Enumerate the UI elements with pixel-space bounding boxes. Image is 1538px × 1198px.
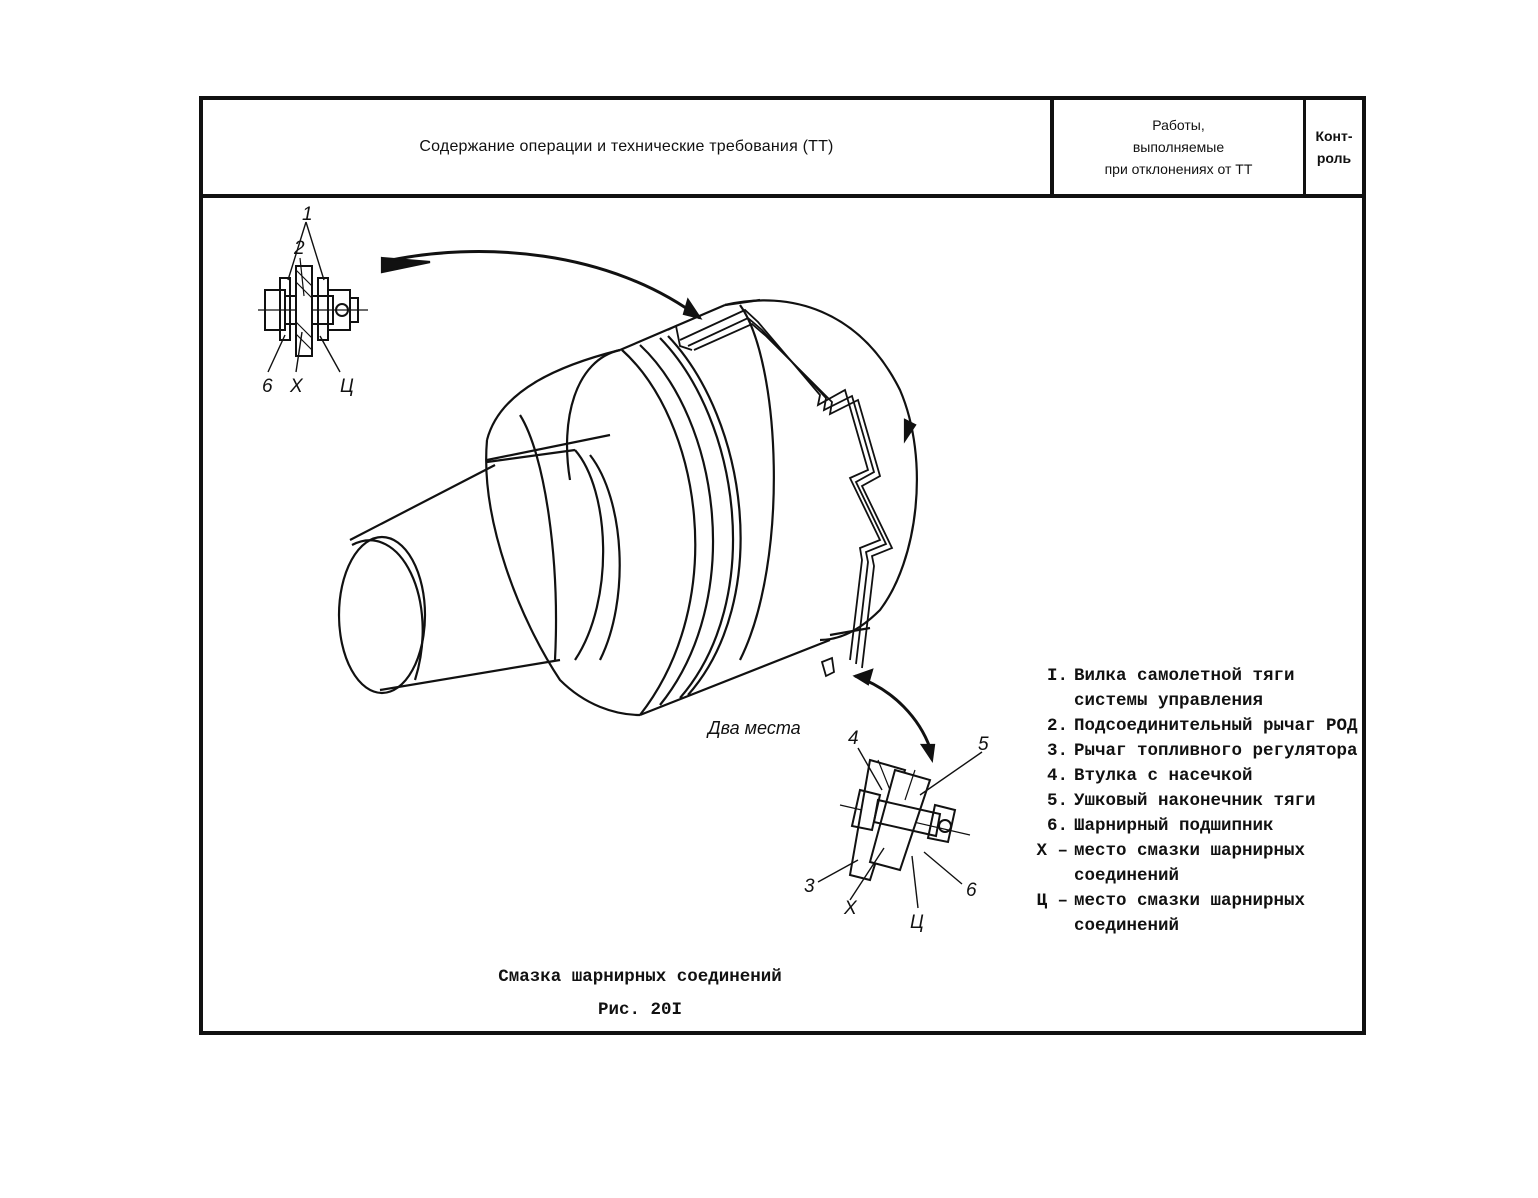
legend-item-text: место смазки шарнирных соединений [1074,841,1306,886]
two-places-note: Два места [708,718,801,738]
legend-item-text: Шарнирный подшипник [1074,816,1274,836]
legend-item-number: Х – [1036,841,1068,861]
legend-item-number: Ц – [1036,891,1068,911]
header-control-line: роль [1316,150,1352,166]
label-2-top: 2 [293,238,305,259]
header-deviation-line: при отклонениях от ТТ [1104,161,1253,177]
label-4-bottom: 4 [848,728,859,749]
label-5-bottom: 5 [978,734,989,755]
label-1-top: 1 [302,204,313,225]
legend-item-text: Подсоединительный рычаг РОД [1074,716,1358,736]
header-control: Конт- роль [1306,100,1362,194]
page-frame: Содержание операции и технические требов… [199,96,1366,1035]
legend: I. Вилка самолетной тяги системы управле… [1030,664,1360,939]
label-c-bottom: Ц [910,912,924,933]
label-6-top: 6 [262,376,273,397]
legend-item-text: Вилка самолетной тяги системы управления [1074,666,1295,711]
detail-top-labels: 1 2 6 Х Ц [262,204,354,397]
label-x-bottom: Х [843,898,858,919]
arrow-bottom [852,668,936,764]
engine-body [337,298,918,717]
header-operation-content: Содержание операции и технические требов… [203,100,1054,194]
legend-item-text: Рычаг топливного регулятора [1074,741,1358,761]
legend-item: Ц – место смазки шарнирных соединений [1030,889,1360,939]
detail-top-joint [258,221,368,373]
legend-item: 4. Втулка с насечкой [1030,764,1360,789]
label-c-top: Ц [340,376,354,397]
legend-item: I. Вилка самолетной тяги системы управле… [1030,664,1360,714]
legend-item-number: 4. [1046,766,1068,786]
label-6-bottom: 6 [966,880,977,901]
header-control-line: Конт- [1315,128,1353,144]
legend-item-text: Ушковый наконечник тяги [1074,791,1316,811]
legend-item-text: место смазки шарнирных соединений [1074,891,1306,936]
detail-bottom-labels: 4 5 3 Х Ц 6 [804,728,989,933]
label-x-top: Х [289,376,304,397]
legend-item: Х – место смазки шарнирных соединений [1030,839,1360,889]
table-header: Содержание операции и технические требов… [203,100,1362,198]
legend-item: 2. Подсоединительный рычаг РОД [1030,714,1360,739]
header-deviation-line: выполняемые [1132,139,1225,155]
legend-item: 6. Шарнирный подшипник [1030,814,1360,839]
label-3-bottom: 3 [804,876,815,897]
arrow-top [380,250,703,320]
header-deviation-line: Работы, [1152,117,1205,133]
legend-item-number: I. [1046,666,1068,686]
legend-item-number: 6. [1046,816,1068,836]
legend-item-number: 5. [1046,791,1068,811]
legend-item-text: Втулка с насечкой [1074,766,1253,786]
control-rod [667,308,894,678]
legend-item: 3. Рычаг топливного регулятора [1030,739,1360,764]
legend-item-number: 2. [1046,716,1068,736]
figure-number: Рис. 20I [597,1000,682,1020]
detail-bottom-joint [817,747,983,909]
legend-item: 5. Ушковый наконечник тяги [1030,789,1360,814]
figure-caption-title: Смазка шарнирных соединений [498,967,782,987]
header-deviation-works: Работы, выполняемые при отклонениях от Т… [1054,100,1306,194]
legend-item-number: 3. [1046,741,1068,761]
